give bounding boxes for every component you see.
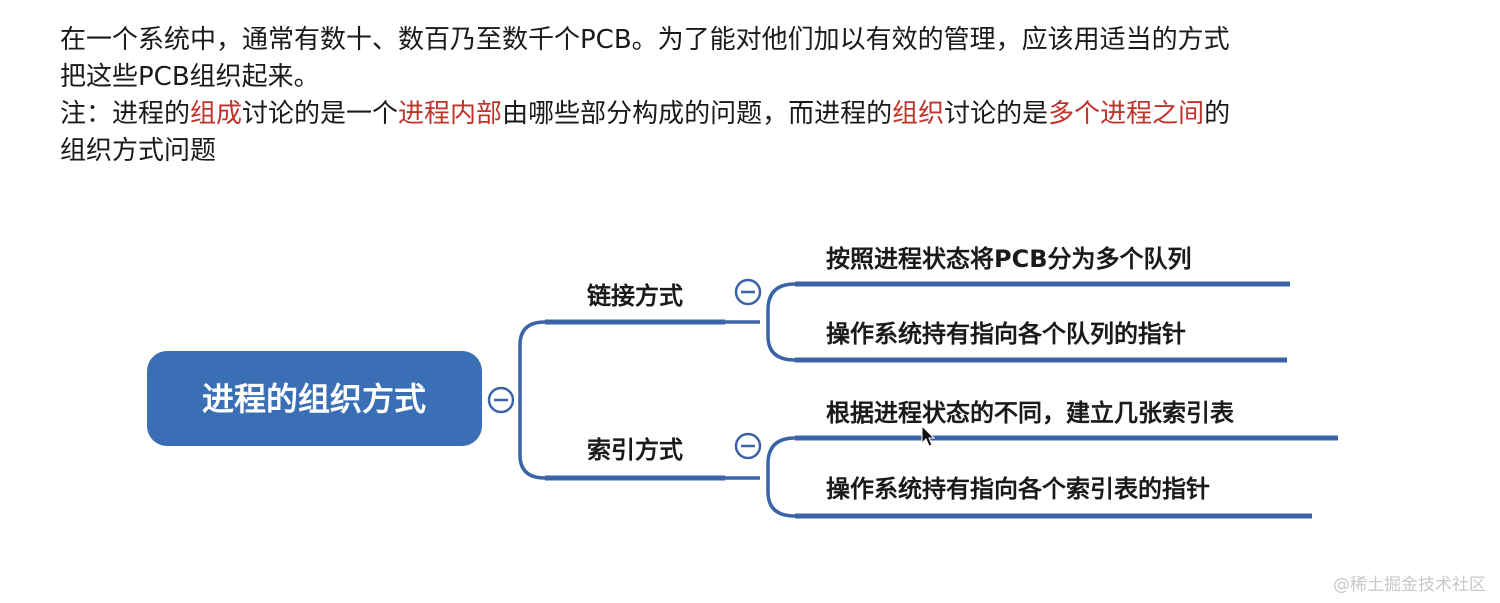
- branch-collapse-button-linking[interactable]: [734, 278, 762, 306]
- branch-label-index: 索引方式: [587, 436, 683, 464]
- leaf-label-queues: 按照进程状态将PCB分为多个队列: [826, 245, 1192, 273]
- root-node-label: 进程的组织方式: [202, 380, 426, 418]
- note-highlight-composition: 组成: [190, 99, 243, 129]
- leaf-label-index-pointers: 操作系统持有指向各个索引表的指针: [826, 475, 1210, 503]
- paragraph-line-1: 在一个系统中，通常有数十、数百乃至数千个PCB。为了能对他们加以有效的管理，应该…: [60, 25, 1230, 55]
- note-mid-2: 由哪些部分构成的问题，而进程的: [502, 99, 893, 129]
- watermark: @稀土掘金技术社区: [1333, 575, 1486, 595]
- note-highlight-inside-process: 进程内部: [398, 99, 503, 129]
- connector-linking-leaves: [725, 282, 796, 362]
- paragraph-line-2: 把这些PCB组织起来。: [60, 62, 320, 92]
- branch-label-linking: 链接方式: [587, 282, 683, 310]
- leaf-label-index-tables: 根据进程状态的不同，建立几张索引表: [826, 399, 1235, 427]
- root-collapse-button[interactable]: [487, 386, 515, 414]
- branch-collapse-button-index[interactable]: [734, 432, 762, 460]
- note-line: 注：进程的组成讨论的是一个进程内部由哪些部分构成的问题，而进程的组织讨论的是多个…: [60, 96, 1460, 133]
- note-mid-1: 讨论的是一个: [242, 99, 399, 129]
- note-suffix: 的: [1204, 99, 1231, 129]
- connector-root-branches: [518, 320, 546, 480]
- paragraph-line-4: 组织方式问题: [60, 136, 217, 166]
- root-node: [147, 351, 482, 446]
- description-text: 在一个系统中，通常有数十、数百乃至数千个PCB。为了能对他们加以有效的管理，应该…: [60, 22, 1460, 170]
- note-highlight-organization: 组织: [892, 99, 945, 129]
- note-prefix: 注：进程的: [60, 99, 191, 129]
- note-mid-3: 讨论的是: [944, 99, 1049, 129]
- connector-index-leaves: [725, 436, 796, 518]
- note-highlight-between-processes: 多个进程之间: [1048, 99, 1205, 129]
- mouse-cursor-icon: [921, 424, 936, 447]
- leaf-label-queue-pointers: 操作系统持有指向各个队列的指针: [826, 320, 1186, 348]
